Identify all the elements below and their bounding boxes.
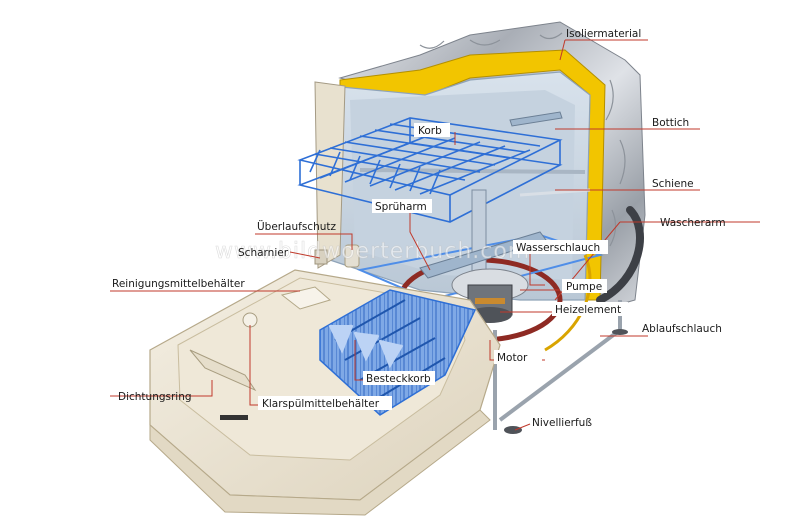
label-schiene: Schiene — [652, 178, 694, 190]
label-besteckkorb: Besteckkorb — [366, 373, 431, 385]
leader-isoliermaterial — [559, 39, 648, 61]
leader-nivellierfuss — [514, 423, 531, 431]
leader-lines — [110, 39, 760, 431]
label-uberlaufschutz: Überlaufschutz — [257, 220, 337, 233]
label-bottich: Bottich — [652, 117, 689, 129]
leader-dichtungsring — [110, 380, 213, 397]
label-motor: Motor — [497, 352, 528, 364]
label-pumpe: Pumpe — [566, 281, 602, 293]
leveling-foot — [504, 426, 522, 434]
label-nivellierfuss: Nivellierfuß — [532, 417, 592, 429]
rail — [519, 188, 591, 197]
detergent-dispenser — [280, 286, 332, 310]
leader-besteckkorb — [354, 340, 365, 381]
leader-uberlaufschutz — [255, 233, 353, 250]
upper-rack — [297, 117, 563, 223]
labels: Isoliermaterial Bottich Korb Schiene Was… — [112, 28, 726, 429]
leader-spruharm — [409, 210, 431, 271]
leader-scharnier — [289, 251, 321, 259]
door-front-edge — [149, 409, 491, 516]
door-handle-slot — [220, 415, 248, 420]
upper-spray-arm — [509, 111, 563, 127]
insulation-wrinkles — [419, 32, 626, 247]
leader-wasserschlauch — [529, 250, 545, 286]
cutlery-basket-dividers — [334, 299, 446, 401]
label-scharnier: Scharnier — [238, 247, 289, 259]
label-dichtungsring: Dichtungsring — [118, 391, 192, 403]
label-klarspulmittelbehalter: Klarspülmittelbehälter — [262, 398, 380, 410]
label-wasserschlauch: Wasserschlauch — [516, 242, 600, 254]
drain-hose — [596, 206, 644, 304]
rinse-aid-cap — [242, 312, 258, 328]
label-reinigungsmittelbehalter: Reinigungsmittelbehälter — [112, 278, 245, 290]
watermark: www.bildwoerterbuch.com — [215, 239, 530, 264]
label-ablaufschlauch: Ablaufschlauch — [642, 323, 722, 335]
leveling-foot — [612, 329, 628, 335]
tub-back-shadow — [350, 90, 575, 280]
label-wascherarm: Wascherarm — [660, 217, 726, 229]
leader-klarspulmittelbehalter — [249, 325, 260, 406]
label-spruharm: Sprüharm — [375, 201, 427, 213]
door-seal — [189, 349, 257, 392]
label-isoliermaterial: Isoliermaterial — [566, 28, 641, 40]
cutlery-basket-fins — [328, 324, 404, 369]
label-heizelement: Heizelement — [555, 304, 621, 316]
label-korb: Korb — [418, 125, 442, 137]
